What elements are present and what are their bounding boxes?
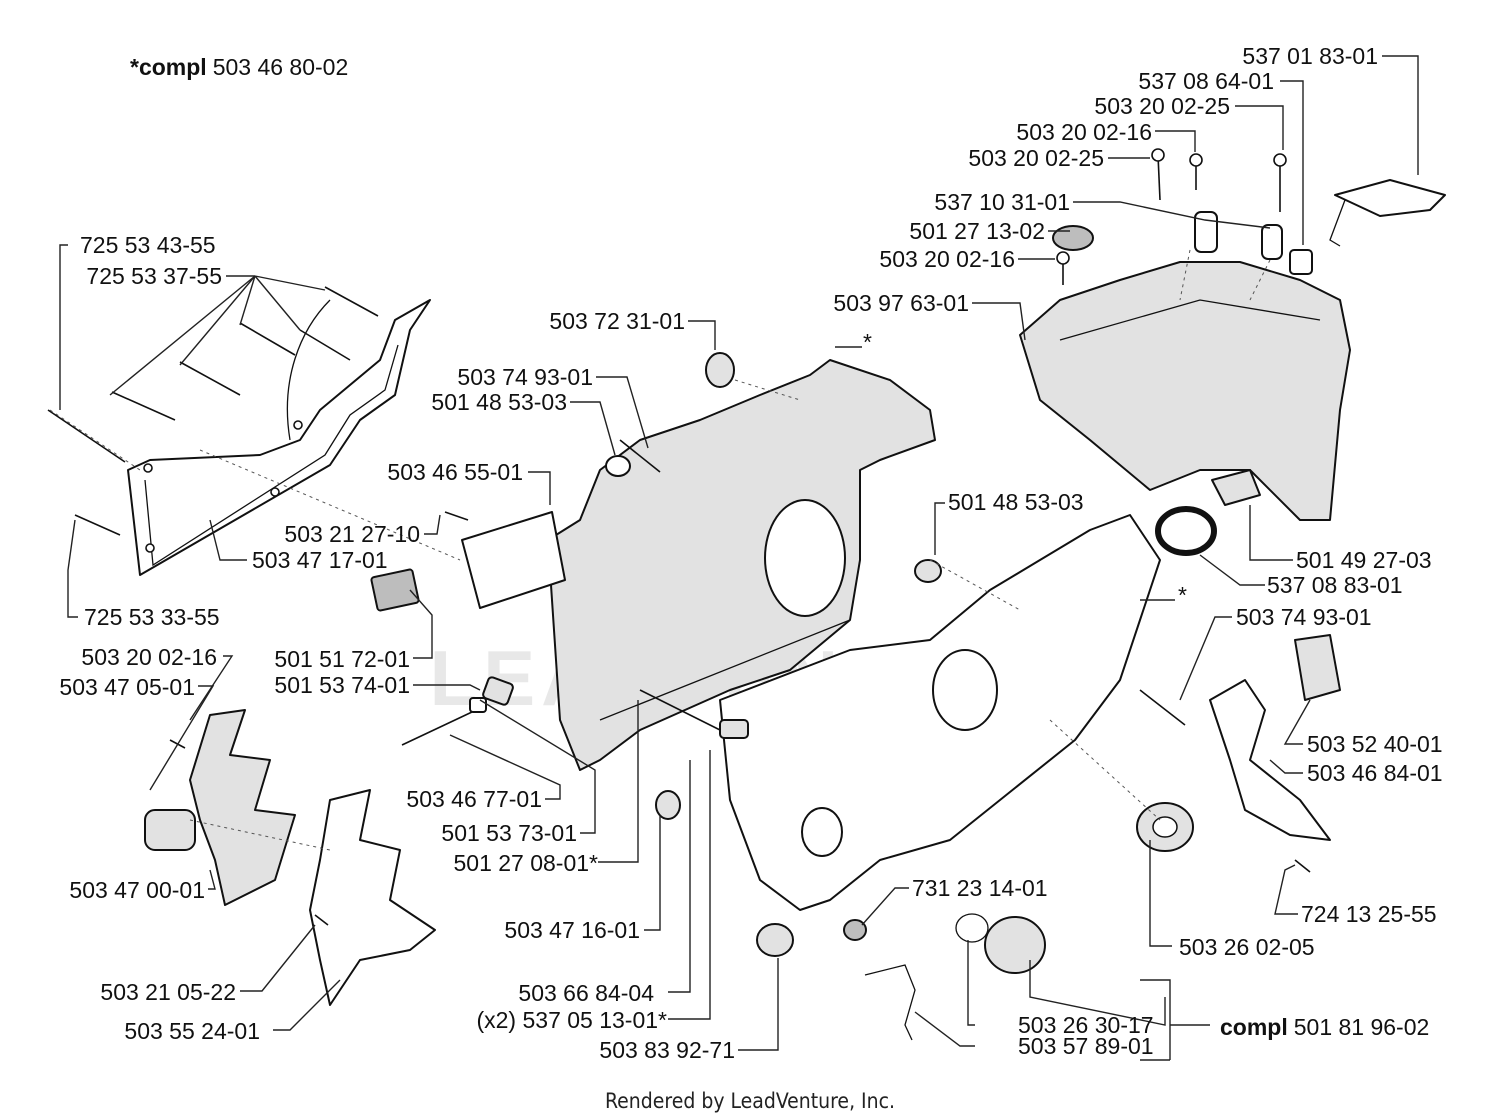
callout-731-23-14-01: 731 23 14-01 (912, 875, 1048, 901)
callout-501-48-53-03-b: 501 48 53-03 (948, 489, 1084, 515)
callout-724-13-25-55: 724 13 25-55 (1301, 901, 1437, 927)
crankcase-left-drawing (547, 359, 936, 771)
callout-503-21-05-22: 503 21 05-22 (100, 979, 236, 1005)
spacer-drawing (1194, 211, 1218, 253)
asterisk-marker-right: * (1178, 582, 1187, 608)
deflector-drawing (1209, 679, 1331, 841)
callout-503-46-55-01: 503 46 55-01 (387, 459, 523, 485)
callout-503-21-27-10: 503 21 27-10 (284, 521, 420, 547)
assembly-prefix: *compl (130, 54, 207, 80)
asterisk-marker-top: * (863, 329, 872, 355)
callout-503-47-00-01: 503 47 00-01 (69, 877, 205, 903)
chain-guard-drawing (144, 709, 436, 1006)
callout-503-26-02-05: 503 26 02-05 (1179, 934, 1315, 960)
callout-503-52-40-01: 503 52 40-01 (1307, 731, 1443, 757)
tank-housing-drawing (1019, 179, 1446, 521)
callout-503-20-02-16-c: 503 20 02-16 (81, 644, 217, 670)
callout-501-27-13-02: 501 27 13-02 (909, 218, 1045, 244)
fuel-cap-drawing (984, 916, 1046, 974)
grommet-drawing (1052, 225, 1094, 251)
callout-503-55-24-01: 503 55 24-01 (124, 1018, 260, 1044)
callout-503-74-93-01-a: 503 74 93-01 (457, 364, 593, 390)
assembly-number: 503 46 80-02 (213, 54, 349, 80)
callout-501-51-72-01: 501 51 72-01 (274, 646, 410, 672)
callout-725-53-37-55: 725 53 37-55 (86, 263, 222, 289)
callout-503-20-02-16-a: 503 20 02-16 (1016, 119, 1152, 145)
callout-501-27-08-01: 501 27 08-01* (453, 850, 598, 876)
callout-503-20-02-16-b: 503 20 02-16 (879, 246, 1015, 272)
callout-503-97-63-01: 503 97 63-01 (833, 290, 969, 316)
callout-503-20-02-25-a: 503 20 02-25 (1094, 93, 1230, 119)
callout-503-26-30-17: 503 26 30-17 (1018, 1012, 1154, 1038)
callout-537-08-83-01: 537 08 83-01 (1267, 572, 1403, 598)
callout-501-48-53-03-a: 501 48 53-03 (431, 389, 567, 415)
callout-503-57-89-01: 503 57 89-01 (1018, 1033, 1154, 1059)
seal-ring-drawing (1155, 506, 1217, 556)
complete-kit-number: 501 81 96-02 (1294, 1014, 1430, 1040)
rubber-buffer-drawing (144, 809, 196, 851)
footer-credit: Rendered by LeadVenture, Inc. (605, 1089, 895, 1113)
callout-503-47-05-01: 503 47 05-01 (59, 674, 195, 700)
callout-503-74-93-01-b: 503 74 93-01 (1236, 604, 1372, 630)
callout-503-46-77-01: 503 46 77-01 (406, 786, 542, 812)
crankcase-right-drawing (719, 514, 1161, 911)
callout-503-72-31-01: 503 72 31-01 (549, 308, 685, 334)
long-screws-drawing (47, 286, 379, 536)
callout-503-83-92-71: 503 83 92-71 (599, 1037, 735, 1063)
complete-kit-prefix: compl (1220, 1014, 1288, 1040)
leader-lines (59, 55, 1419, 1061)
gasket-plate-drawing (127, 299, 431, 576)
callout-725-53-43-55: 725 53 43-55 (80, 232, 216, 258)
top-screws-drawing (1056, 148, 1313, 285)
callout-537-01-83-01: 537 01 83-01 (1242, 43, 1378, 69)
callout-503-20-02-25-b: 503 20 02-25 (968, 145, 1104, 171)
guide-plate-drawing (461, 511, 566, 609)
callout-537-08-64-01: 537 08 64-01 (1138, 68, 1274, 94)
callout-501-49-27-03: 501 49 27-03 (1296, 547, 1432, 573)
callout-501-53-74-01: 501 53 74-01 (274, 672, 410, 698)
alignment-lines (49, 249, 1271, 851)
bracket-drawing (1334, 179, 1446, 217)
callout-537-10-31-01: 537 10 31-01 (934, 189, 1070, 215)
callout-503-47-17-01: 503 47 17-01 (252, 547, 388, 573)
callout-503-47-16-01: 503 47 16-01 (504, 917, 640, 943)
callout-725-53-33-55: 725 53 33-55 (84, 604, 220, 630)
callout-501-53-73-01: 501 53 73-01 (441, 820, 577, 846)
callout-503-66-84-04: 503 66 84-04 (518, 980, 654, 1006)
callout-503-46-84-01: 503 46 84-01 (1307, 760, 1443, 786)
callout-537-05-13-01: (x2) 537 05 13-01* (476, 1007, 667, 1033)
